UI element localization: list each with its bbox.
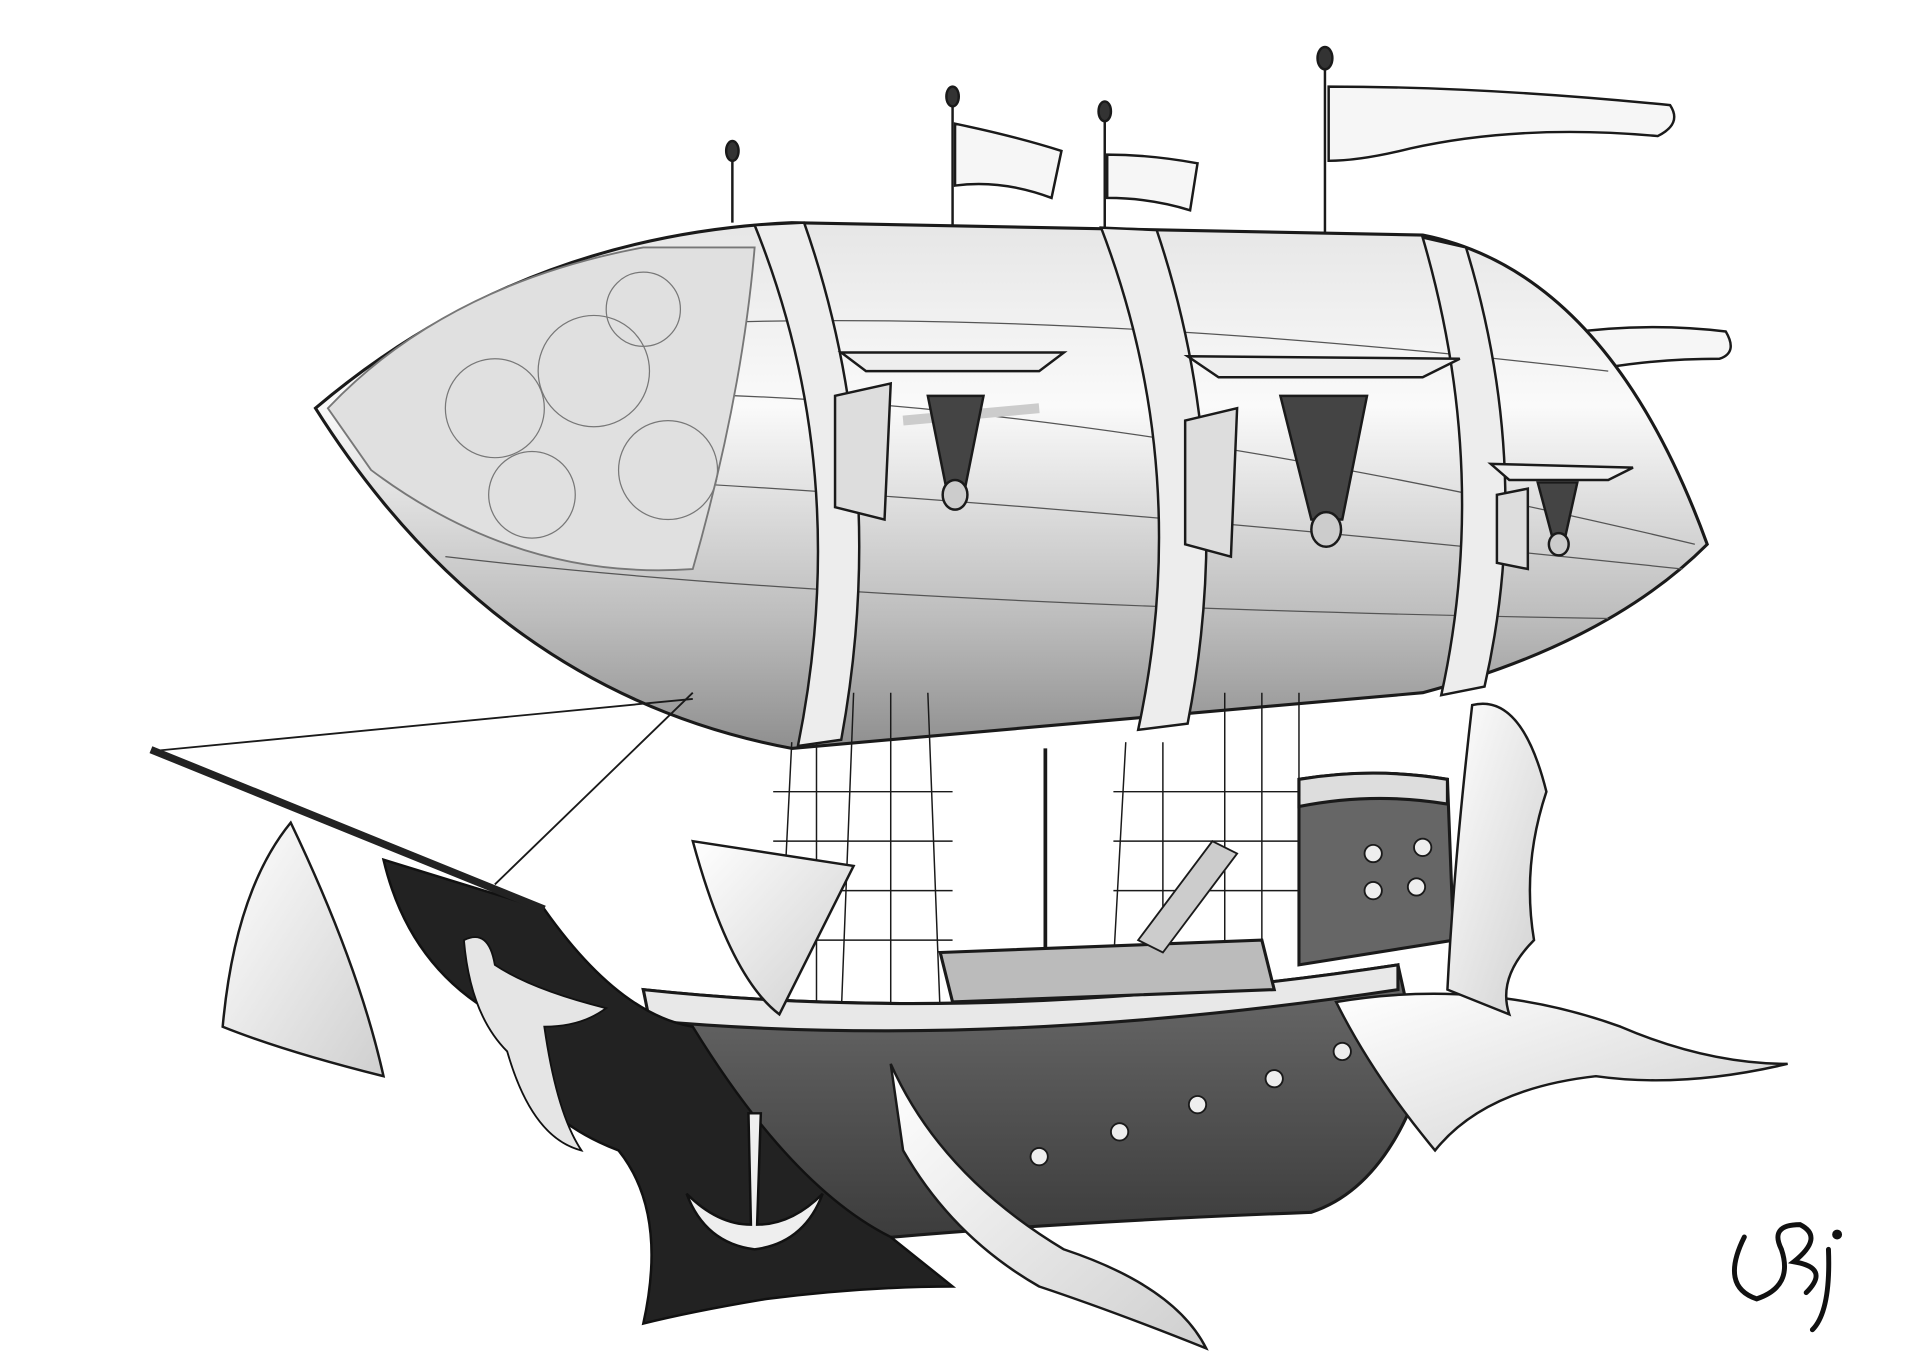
knotwork-pattern <box>326 246 756 572</box>
bowsprit <box>149 746 546 913</box>
anchor <box>685 1112 824 1251</box>
hull <box>641 771 1456 1251</box>
signature <box>1731 1222 1843 1333</box>
propellers <box>833 351 1634 571</box>
top-flags <box>724 45 1732 471</box>
sails <box>221 702 1788 1351</box>
figurehead <box>462 936 609 1152</box>
envelope <box>313 221 1710 750</box>
